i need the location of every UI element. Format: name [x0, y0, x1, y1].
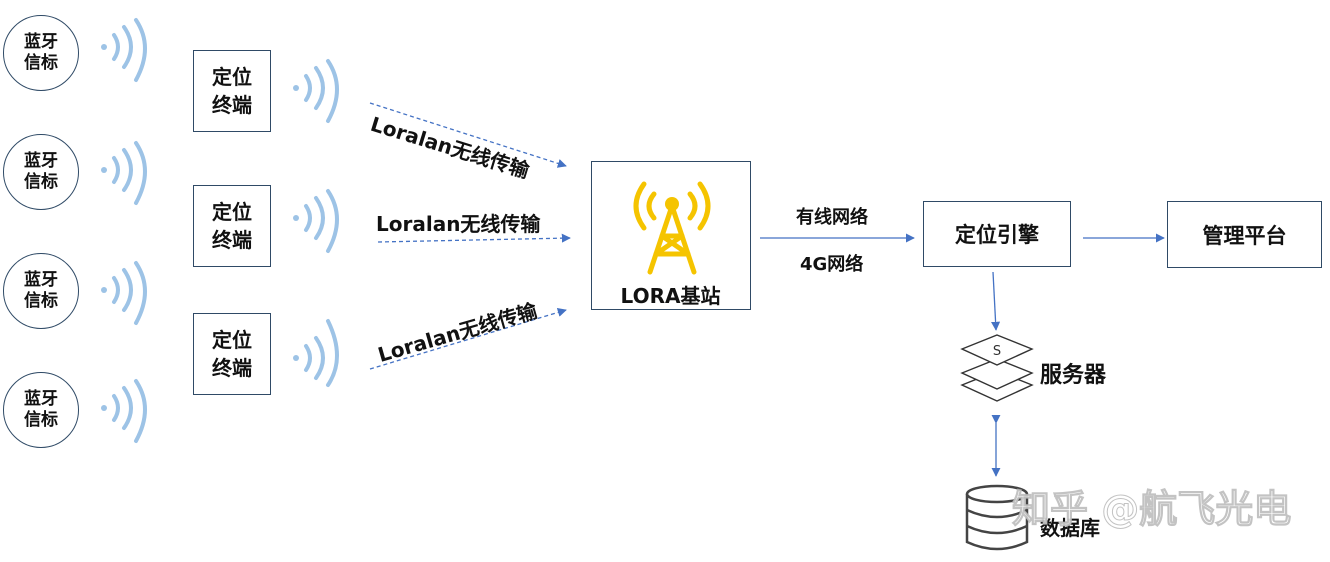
transmission-arrow	[369, 102, 567, 168]
positioning-terminal: 定位 终端	[193, 185, 271, 267]
terminal-signal-icon	[293, 189, 339, 253]
cellular-network-label: 4G网络	[800, 254, 864, 275]
engine-to-server-arrow	[991, 271, 1001, 331]
lora-base-station: LORA基站	[591, 161, 751, 310]
watermark: 知乎 @航飞光电	[1011, 487, 1292, 532]
bluetooth-beacon: 蓝牙 信标	[3, 253, 79, 329]
beacon-signal-icon	[101, 18, 147, 82]
server-glyph: S	[993, 344, 1001, 359]
terminal-signal-icon	[293, 59, 339, 123]
beacon-label: 蓝牙 信标	[24, 151, 58, 192]
transmission-arrow	[377, 233, 571, 243]
transmission-label: Loralan无线传输	[376, 212, 541, 236]
positioning-terminal: 定位 终端	[193, 313, 271, 395]
terminal-label: 定位 终端	[212, 328, 252, 380]
database-icon	[965, 484, 1029, 551]
engine-label: 定位引擎	[955, 223, 1039, 247]
bluetooth-beacon: 蓝牙 信标	[3, 15, 79, 91]
database-label: 数据库	[1040, 516, 1100, 540]
beacon-label: 蓝牙 信标	[24, 32, 58, 73]
bluetooth-beacon: 蓝牙 信标	[3, 372, 79, 448]
positioning-engine: 定位引擎	[923, 201, 1071, 267]
beacon-signal-icon	[101, 261, 147, 325]
management-platform: 管理平台	[1167, 201, 1322, 268]
terminal-signal-icon	[293, 319, 339, 387]
terminal-label: 定位 终端	[212, 200, 252, 252]
wired-network-label: 有线网络	[796, 207, 868, 228]
server-label: 服务器	[1040, 363, 1107, 388]
antenna-tower-icon	[633, 181, 711, 275]
beacon-signal-icon	[101, 379, 147, 443]
beacon-label: 蓝牙 信标	[24, 270, 58, 311]
transmission-arrow	[369, 308, 567, 370]
bluetooth-beacon: 蓝牙 信标	[3, 134, 79, 210]
positioning-terminal: 定位 终端	[193, 50, 271, 132]
beacon-label: 蓝牙 信标	[24, 389, 58, 430]
terminal-label: 定位 终端	[212, 65, 252, 117]
platform-label: 管理平台	[1202, 223, 1287, 248]
beacon-signal-icon	[101, 141, 147, 205]
server-stack-icon: S	[960, 334, 1034, 402]
base-station-label: LORA基站	[620, 284, 721, 308]
